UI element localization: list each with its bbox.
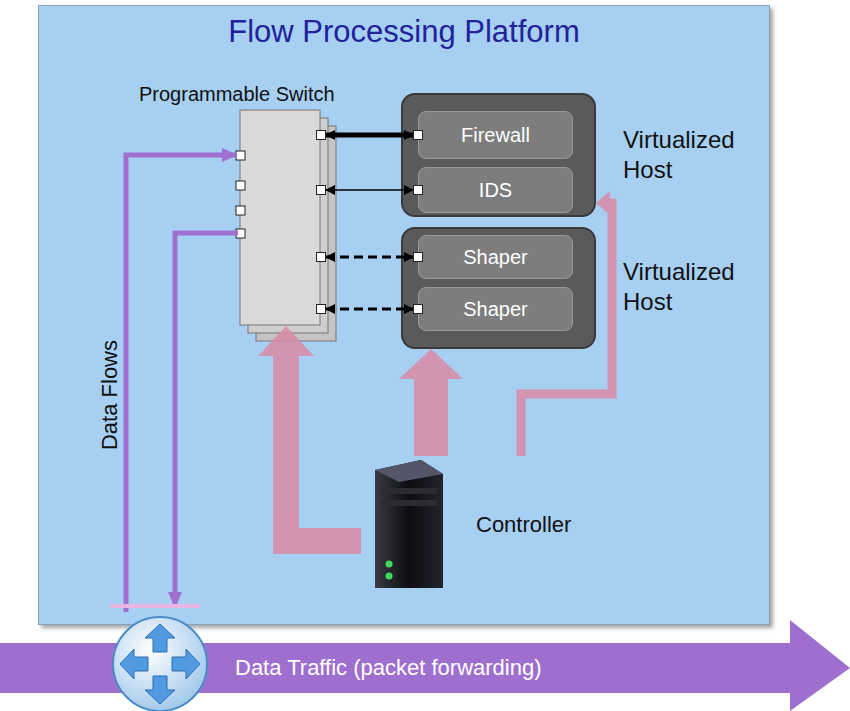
vm-label: IDS [419, 179, 572, 202]
control-arrow [258, 326, 361, 541]
vm-label: Shaper [419, 246, 572, 269]
port-square [414, 253, 423, 262]
router-arrow [120, 649, 148, 679]
vm-label: Shaper [419, 298, 572, 321]
vm-box: Firewall [418, 111, 573, 159]
data-flow-line [175, 233, 238, 606]
controller-label: Controller [476, 512, 571, 538]
controller-server: Controller [361, 456, 561, 591]
band-label: Data Traffic (packet forwarding) [235, 655, 542, 681]
router-icon [113, 617, 207, 711]
control-arrow [399, 349, 463, 456]
virtualized-host: Virtualized HostShaperShaper [401, 227, 596, 349]
port-square [414, 305, 423, 314]
flow-connector [326, 308, 413, 311]
vm-box: IDS [418, 167, 573, 213]
port-square [414, 131, 423, 140]
data-flow-line [126, 155, 236, 612]
band-arrowhead [790, 620, 850, 711]
flow-connector [326, 256, 413, 259]
flow-tap [110, 604, 200, 608]
router-arrow [145, 676, 175, 704]
server-icon [361, 456, 447, 591]
port-square [317, 131, 326, 140]
router-arrow [145, 624, 175, 652]
flow-label: Data Flows [97, 335, 123, 455]
data-traffic-band: Data Traffic (packet forwarding) [0, 643, 790, 693]
port-square [317, 305, 326, 314]
flow-connector [326, 189, 413, 191]
vm-label: Firewall [419, 124, 572, 147]
router-arrow [172, 649, 200, 679]
port-square [317, 186, 326, 195]
control-arrow [521, 191, 612, 456]
virtualized-host: Virtualized HostFirewallIDS [401, 93, 596, 217]
port-square [317, 253, 326, 262]
programmable-switch: Programmable Switch [241, 111, 321, 326]
host-label: Virtualized Host [623, 125, 773, 185]
vm-box: Shaper [418, 287, 573, 331]
switch-stack [240, 110, 340, 350]
host-label: Virtualized Host [623, 257, 773, 317]
flow-connector [326, 133, 413, 138]
switch-label: Programmable Switch [139, 83, 339, 106]
platform-panel: Flow Processing PlatformProgrammable Swi… [38, 5, 770, 625]
vm-box: Shaper [418, 235, 573, 279]
panel-title: Flow Processing Platform [39, 14, 769, 50]
port-square [414, 186, 423, 195]
